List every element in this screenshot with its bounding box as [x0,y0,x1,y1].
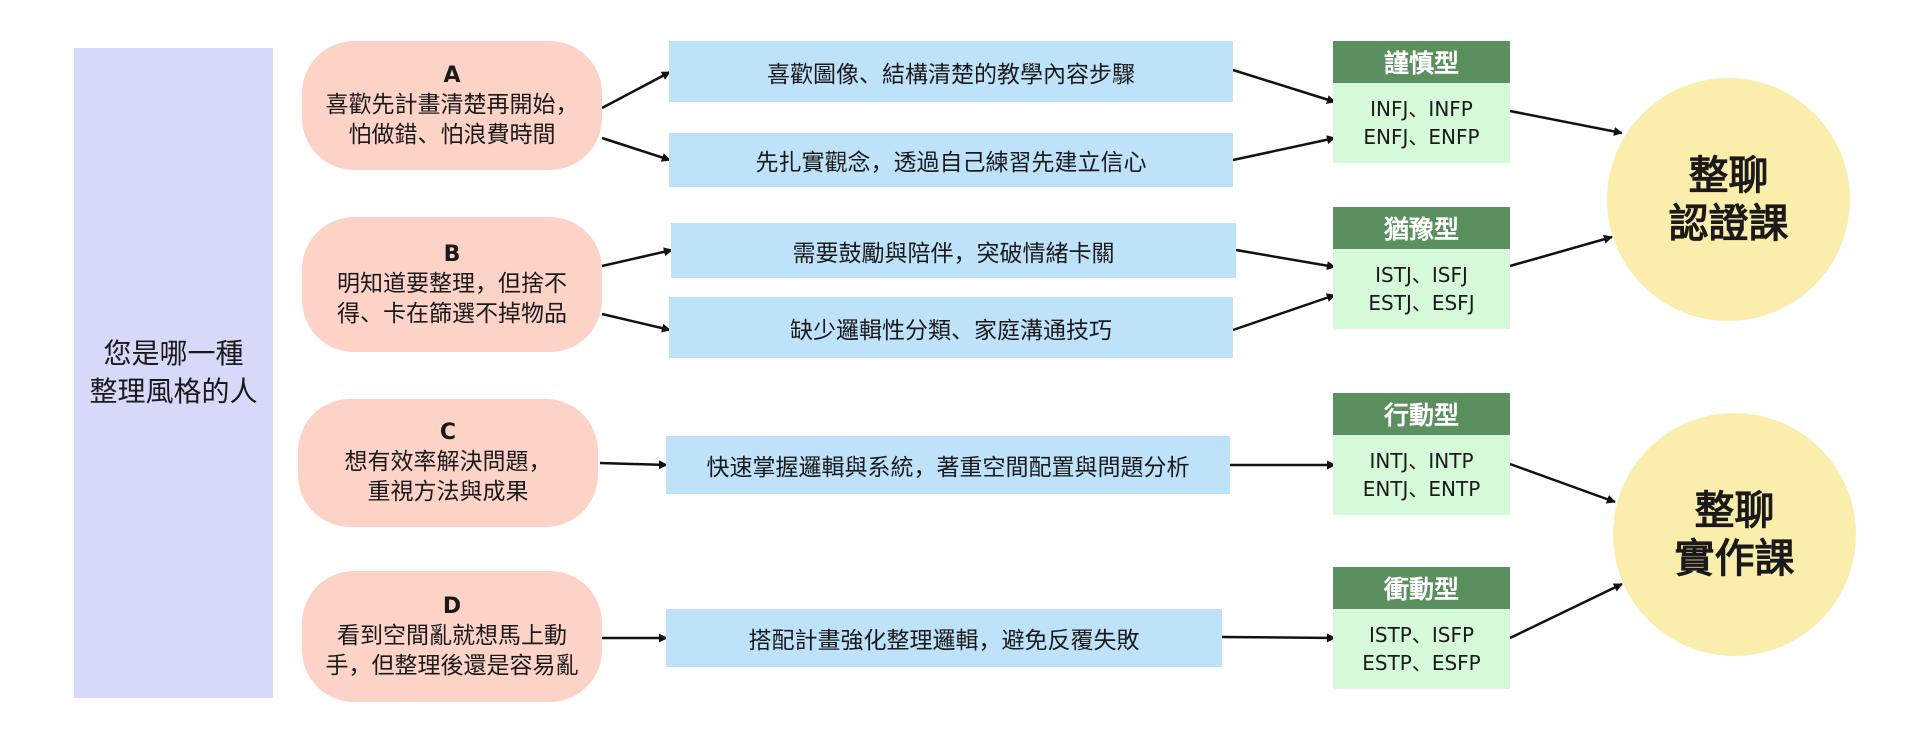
arrow-desc4-to-type2 [1232,293,1336,332]
description-box: 搭配計畫強化整理邏輯，避免反覆失敗 [666,609,1222,667]
description-text: 缺少邏輯性分類、家庭溝通技巧 [790,317,1112,344]
arrow-desc2-to-type1 [1232,135,1336,162]
type-mbti-line-1: INTJ、INTP [1369,449,1474,473]
option-text-line-1: 明知道要整理，但捨不 [337,270,567,297]
description-text: 喜歡圖像、結構清楚的教學內容步驟 [767,61,1135,88]
arrow-type3-to-course2 [1509,462,1616,504]
type-mbti-line-1: INFJ、INFP [1370,97,1473,121]
arrow-c-to-desc5 [599,460,668,470]
option-text-line-2: 重視方法與成果 [367,479,529,505]
description-box: 需要鼓勵與陪伴，突破情緒卡關 [671,223,1236,278]
arrow-b-to-desc3 [601,247,673,268]
arrow-type2-to-course1 [1509,234,1613,268]
course-practical: 整聊 實作課 [1613,413,1856,656]
type-box-impulsive: 衝動型 ISTP、ISFP ESTP、ESFP [1333,567,1510,689]
description-text: 快速掌握邏輯與系統，著重空間配置與問題分析 [706,455,1190,481]
description-text: 需要鼓勵與陪伴，突破情緒卡關 [792,240,1115,267]
arrow-desc6-to-type4 [1221,633,1336,643]
course-line-2: 實作課 [1674,535,1795,582]
type-title: 衝動型 [1333,567,1510,609]
course-certification: 整聊 認證課 [1607,78,1850,321]
type-mbti-line-2: ENTJ、ENTP [1362,477,1481,501]
option-letter: C [439,420,457,445]
type-box-action: 行動型 INTJ、INTP ENTJ、ENTP [1333,393,1510,515]
type-mbti-line-1: ISTP、ISFP [1368,623,1475,647]
option-a: A 喜歡先計畫清楚再開始， 怕做錯、怕浪費時間 [302,41,602,170]
question-panel: 您是哪一種 整理風格的人 [74,48,273,698]
type-title: 行動型 [1333,393,1510,435]
option-b: B 明知道要整理，但捨不 得、卡在篩選不掉物品 [302,217,602,352]
type-title: 猶豫型 [1333,207,1510,249]
option-d: D 看到空間亂就想馬上動 手，但整理後還是容易亂 [302,571,602,702]
arrow-type1-to-course1 [1509,109,1623,136]
option-text-line-1: 看到空間亂就想馬上動 [337,622,567,649]
arrow-type4-to-course2 [1509,582,1623,640]
type-box-hesitant: 猶豫型 ISTJ、ISFJ ESTJ、ESFJ [1333,207,1510,329]
description-box: 先扎實觀念，透過自己練習先建立信心 [669,133,1233,187]
type-title: 謹慎型 [1333,41,1510,83]
question-line-2: 整理風格的人 [89,375,258,408]
description-text: 先扎實觀念，透過自己練習先建立信心 [755,150,1147,176]
description-text: 搭配計畫強化整理邏輯，避免反覆失敗 [748,628,1140,654]
option-text-line-2: 手，但整理後還是容易亂 [325,652,579,679]
type-mbti-list: INFJ、INFP ENFJ、ENFP [1333,83,1510,163]
course-line-1: 整聊 [1688,152,1769,199]
arrow-a-to-desc1 [601,70,671,110]
type-mbti-line-2: ENFJ、ENFP [1363,125,1480,149]
option-text-line-1: 想有效率解決問題， [344,449,552,475]
option-c: C 想有效率解決問題， 重視方法與成果 [298,399,598,527]
arrow-b-to-desc4 [601,312,671,333]
arrow-desc1-to-type1 [1232,68,1336,104]
description-box: 快速掌握邏輯與系統，著重空間配置與問題分析 [666,436,1230,494]
option-text-line-2: 得、卡在篩選不掉物品 [337,300,567,327]
course-line-1: 整聊 [1694,487,1775,534]
description-box: 喜歡圖像、結構清楚的教學內容步驟 [669,41,1233,102]
type-mbti-list: ISTP、ISFP ESTP、ESFP [1333,609,1510,689]
option-text-line-2: 怕做錯、怕浪費時間 [348,121,556,148]
option-letter: B [443,241,461,267]
description-box: 缺少邏輯性分類、家庭溝通技巧 [669,297,1233,358]
arrow-desc3-to-type2 [1235,248,1336,271]
option-letter: D [442,593,462,619]
arrow-a-to-desc2 [601,136,671,162]
type-mbti-line-2: ESTP、ESFP [1362,651,1481,675]
type-mbti-line-2: ESTJ、ESFJ [1368,291,1475,315]
type-box-cautious: 謹慎型 INFJ、INFP ENFJ、ENFP [1333,41,1510,163]
option-letter: A [443,62,461,88]
type-mbti-list: ISTJ、ISFJ ESTJ、ESFJ [1333,249,1510,329]
course-line-2: 認證課 [1668,200,1789,247]
type-mbti-list: INTJ、INTP ENTJ、ENTP [1333,435,1510,515]
option-text-line-1: 喜歡先計畫清楚再開始， [325,91,579,118]
type-mbti-line-1: ISTJ、ISFJ [1375,263,1468,287]
question-line-1: 您是哪一種 [103,337,244,370]
